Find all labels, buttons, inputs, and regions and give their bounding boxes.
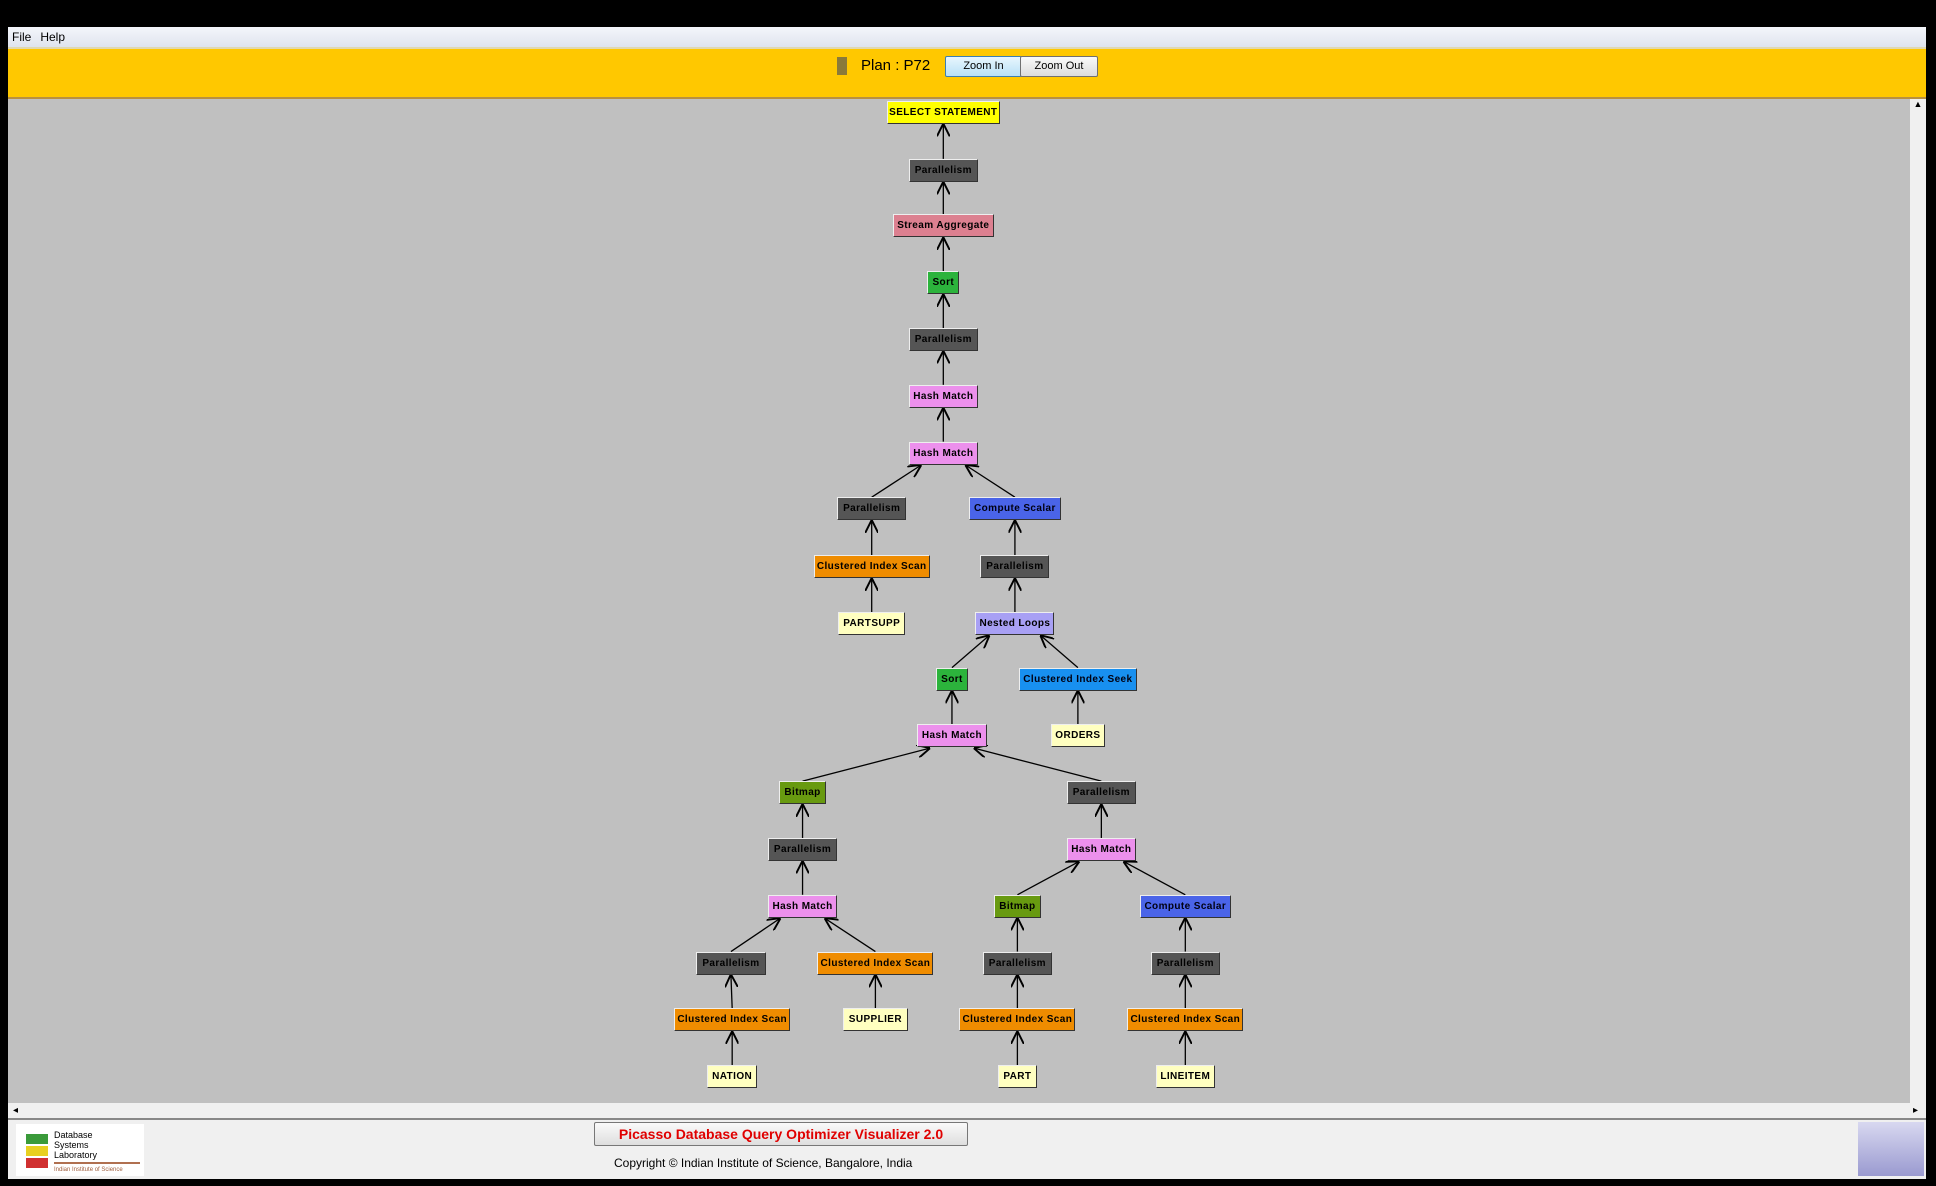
plan-node-hash-match[interactable]: Hash Match [908,441,978,465]
plan-node-hash-match[interactable]: Hash Match [908,384,978,408]
plan-label: Plan : P72 [861,57,931,74]
plan-edge [1041,636,1079,669]
plan-node-table[interactable]: PARTSUPP [838,612,906,636]
plan-node-table[interactable]: ORDERS [1050,724,1106,748]
plan-node-clustered-index-scan[interactable]: Clustered Index Scan [813,555,930,579]
plan-node-table[interactable]: PART [997,1065,1038,1089]
plan-node-bitmap[interactable]: Bitmap [779,781,826,805]
plan-node-table[interactable]: SUPPLIER [843,1008,908,1032]
plan-node-clustered-index-scan[interactable]: Clustered Index Scan [817,951,934,975]
plan-node-parallelism[interactable]: Parallelism [980,555,1050,579]
plan-node-clustered-index-seek[interactable]: Clustered Index Seek [1018,667,1138,691]
plan-edge [802,748,929,782]
plan-node-sort[interactable]: Sort [935,667,968,691]
plan-node-parallelism[interactable]: Parallelism [837,497,907,521]
plan-color-marker [837,57,847,75]
iisc-emblem-icon [1858,1122,1924,1176]
menu-bar: File Help [8,27,1926,47]
plan-node-compute-scalar[interactable]: Compute Scalar [1139,894,1231,918]
zoom-out-button[interactable]: Zoom Out [1020,56,1098,77]
svg-text:Indian Institute of Science: Indian Institute of Science [54,1167,123,1173]
plan-node-select[interactable]: SELECT STATEMENT [886,100,1001,124]
copyright-text: Copyright © Indian Institute of Science,… [614,1156,913,1170]
svg-text:Systems: Systems [54,1140,89,1150]
plan-edge [951,636,989,669]
plan-node-hash-match[interactable]: Hash Match [1066,837,1136,861]
toolbar: Plan : P72 Zoom In Zoom Out [8,47,1926,99]
plan-edge [1124,862,1186,896]
plan-node-clustered-index-scan[interactable]: Clustered Index Scan [674,1008,791,1032]
zoom-in-button[interactable]: Zoom In [945,56,1022,77]
plan-node-parallelism[interactable]: Parallelism [1066,781,1136,805]
footer: Database Systems Laboratory Indian Insti… [8,1120,1926,1179]
plan-node-clustered-index-scan[interactable]: Clustered Index Scan [1127,1008,1244,1032]
svg-text:Laboratory: Laboratory [54,1150,98,1160]
plan-node-hash-match[interactable]: Hash Match [767,894,838,918]
plan-node-nested-loops[interactable]: Nested Loops [975,612,1055,636]
plan-node-compute-scalar[interactable]: Compute Scalar [969,497,1061,521]
app-title-button[interactable]: Picasso Database Query Optimizer Visuali… [594,1122,968,1146]
plan-edge [826,919,876,953]
plan-node-stream-aggregate[interactable]: Stream Aggregate [892,214,994,238]
plan-node-hash-match[interactable]: Hash Match [917,724,987,748]
plan-node-sort[interactable]: Sort [927,271,960,295]
dsl-logo-icon: Database Systems Laboratory Indian Insti… [26,1130,140,1173]
plan-edge [975,748,1102,782]
plan-node-parallelism[interactable]: Parallelism [908,158,978,182]
plan-node-table[interactable]: NATION [707,1065,757,1089]
plan-edge [871,466,921,498]
plan-node-parallelism[interactable]: Parallelism [1150,951,1220,975]
horizontal-scrollbar[interactable]: ◂▸ [8,1103,1926,1120]
plan-edge [731,976,732,1009]
plan-node-parallelism[interactable]: Parallelism [908,328,978,352]
menu-file[interactable]: File [12,30,32,44]
dsl-logo: Database Systems Laboratory Indian Insti… [16,1124,144,1176]
plan-node-bitmap[interactable]: Bitmap [993,894,1041,918]
plan-node-parallelism[interactable]: Parallelism [982,951,1052,975]
plan-node-table[interactable]: LINEITEM [1155,1065,1215,1089]
plan-edge [730,919,780,953]
plan-node-parallelism[interactable]: Parallelism [696,951,766,975]
vertical-scrollbar[interactable]: ▲ [1910,99,1926,1103]
plan-edges [8,99,1910,1066]
plan-node-clustered-index-scan[interactable]: Clustered Index Scan [959,1008,1076,1032]
menu-help[interactable]: Help [40,30,66,44]
plan-edge [966,466,1016,498]
plan-edge [1017,862,1078,896]
plan-node-parallelism[interactable]: Parallelism [767,837,838,861]
svg-text:Database: Database [54,1130,93,1140]
